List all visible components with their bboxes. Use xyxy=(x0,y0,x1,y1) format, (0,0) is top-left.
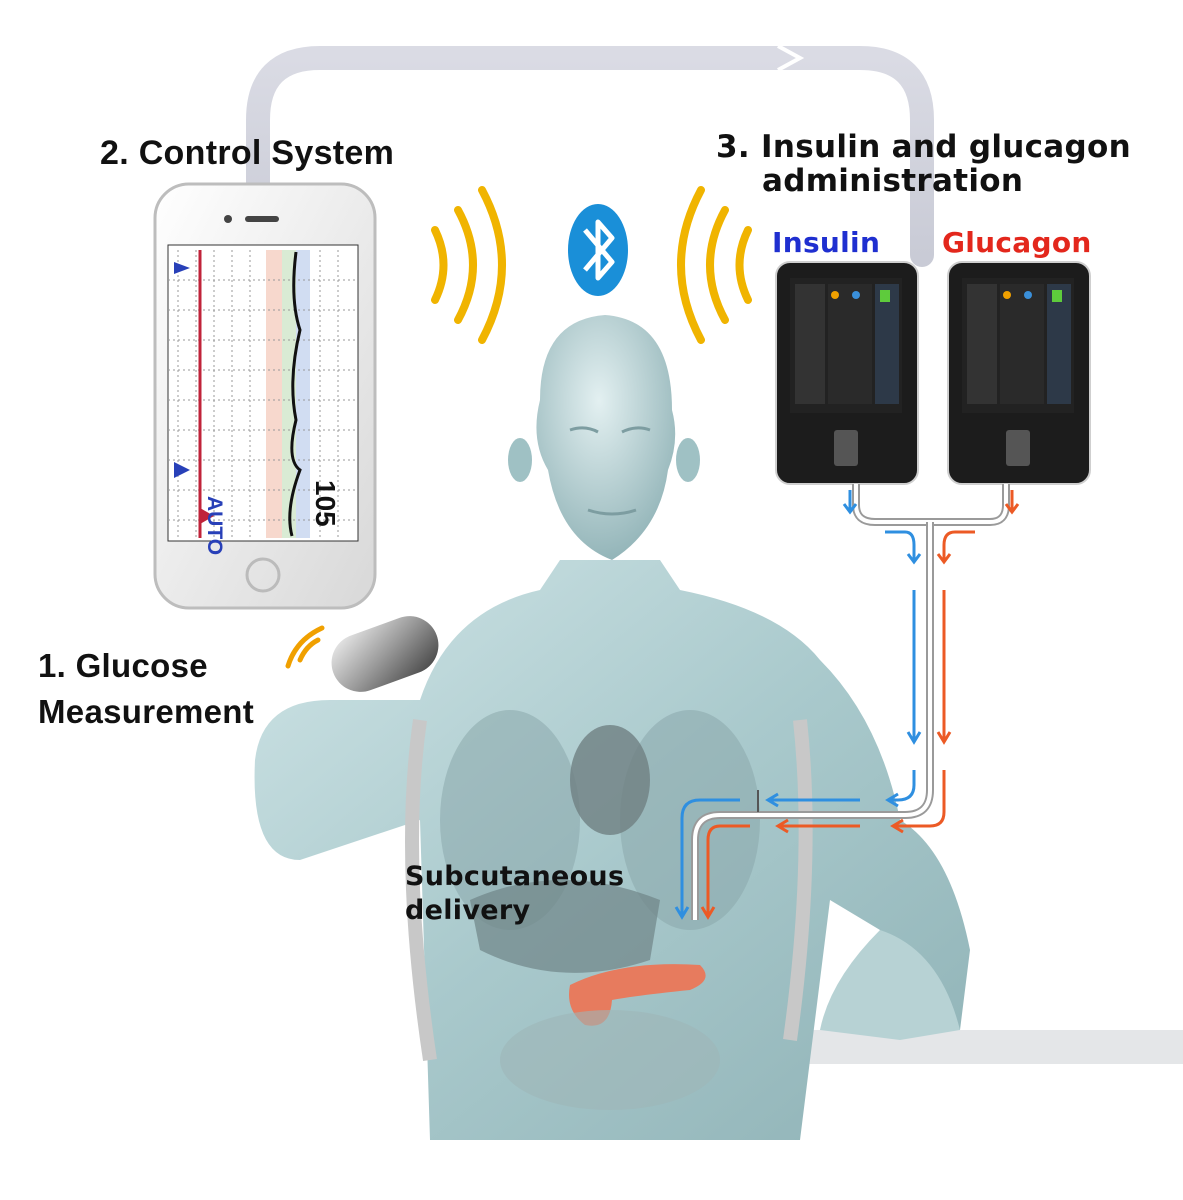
insulin-pump xyxy=(775,261,919,485)
insulin-label: Insulin xyxy=(772,226,881,259)
control-link-arc xyxy=(246,46,934,267)
smartphone xyxy=(153,182,377,610)
insulin-flow-arrows xyxy=(674,490,922,920)
administration-label: 3. Insulin and glucagon administration xyxy=(716,130,1131,198)
mode-indicator: AUTO xyxy=(203,496,226,556)
administration-label-line1: 3. Insulin and glucagon xyxy=(716,129,1131,165)
wireless-waves-icon xyxy=(677,186,752,344)
glucagon-label: Glucagon xyxy=(942,226,1092,259)
human-body xyxy=(254,315,970,1140)
bluetooth-icon xyxy=(568,204,628,296)
glucose-readout: 105 xyxy=(310,480,341,527)
glucose-measurement-line1: 1. Glucose xyxy=(38,647,208,684)
glucose-sensor xyxy=(285,616,439,692)
glucose-measurement-label: 1. Glucose Measurement xyxy=(38,643,254,735)
control-system-label: 2. Control System xyxy=(100,134,395,172)
bench xyxy=(760,1030,1183,1064)
glucose-measurement-line2: Measurement xyxy=(38,693,255,730)
subcutaneous-delivery-line2: delivery xyxy=(405,895,531,926)
glucagon-pump xyxy=(947,261,1091,485)
subcutaneous-delivery-line1: Subcutaneous xyxy=(405,861,625,892)
delivery-tubing xyxy=(691,484,1010,920)
wireless-waves-icon xyxy=(431,186,506,344)
subcutaneous-delivery-label: Subcutaneous delivery xyxy=(405,860,624,928)
glucose-trace-plot xyxy=(168,250,358,538)
glucagon-flow-arrows xyxy=(700,490,1020,920)
administration-label-line2: administration xyxy=(762,163,1024,199)
control-link-arrowhead xyxy=(777,44,805,72)
